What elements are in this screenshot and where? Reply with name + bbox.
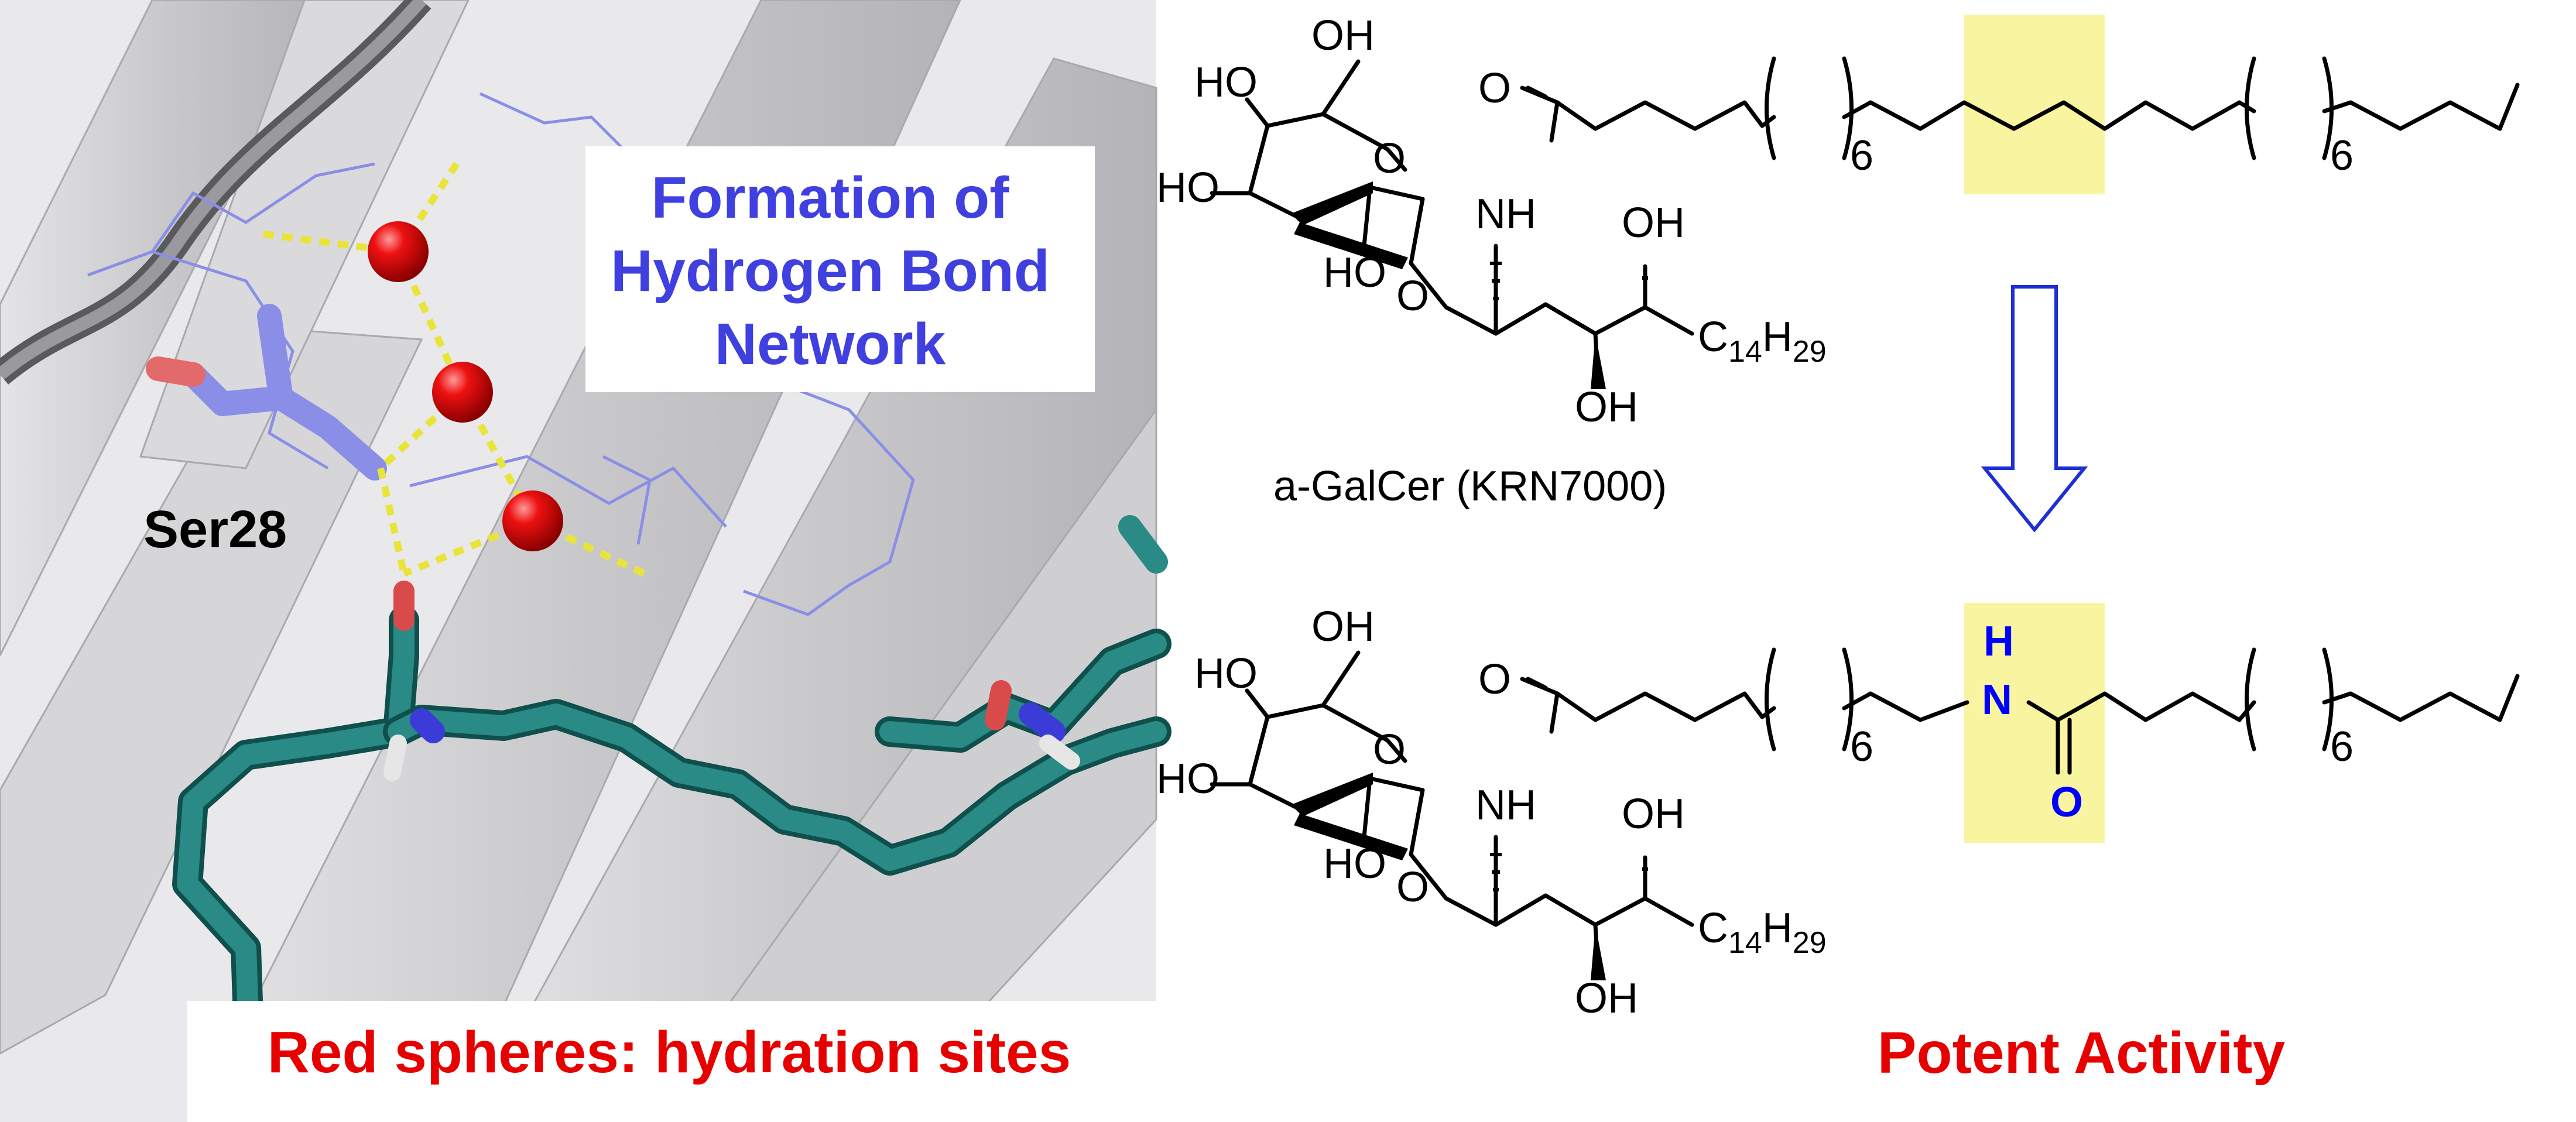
top-oh-c6: OH xyxy=(1311,12,1375,59)
transformation-arrow xyxy=(1981,285,2088,533)
top-nh: NH xyxy=(1475,191,1536,238)
top-ho-c4: HO xyxy=(1194,59,1258,106)
hbond-title-line3: Network xyxy=(715,311,946,377)
highlight-box-top xyxy=(1964,15,2105,194)
top-ho-c2: HO xyxy=(1323,249,1386,296)
amide-o: O xyxy=(2050,779,2083,826)
ser28-label: Ser28 xyxy=(143,500,287,559)
bottom-nh: NH xyxy=(1475,782,1536,829)
protein-structure-panel: Formation of Hydrogen Bond Network Ser28… xyxy=(0,0,1171,1122)
ser28-backbone xyxy=(269,386,387,481)
bottom-oh-c6: OH xyxy=(1311,603,1375,650)
amide-h: H xyxy=(1984,618,2014,665)
ser28-hydroxyl xyxy=(146,356,205,387)
galcer-structure-bottom xyxy=(1210,647,2520,980)
hbond-title-line2: Hydrogen Bond xyxy=(611,238,1050,304)
caption-box xyxy=(187,1001,1156,1122)
hydration-sites-caption: Red spheres: hydration sites xyxy=(268,1020,1071,1085)
top-ring-o: O xyxy=(1373,135,1406,182)
hydration-site-sphere xyxy=(432,362,493,423)
top-carbonyl-o: O xyxy=(1478,65,1511,112)
ser28-side-chain xyxy=(181,304,293,416)
bottom-oh-c3p: OH xyxy=(1622,791,1685,838)
bottom-oh-c4p: OH xyxy=(1575,975,1638,1022)
ligand-second-nitrogen xyxy=(1019,702,1066,743)
bottom-repeat-n1: 6 xyxy=(1850,723,1873,770)
bottom-ring-o: O xyxy=(1373,726,1406,773)
potent-activity-caption: Potent Activity xyxy=(1878,1020,2286,1086)
highlight-box-bottom xyxy=(1964,603,2105,843)
top-c14h29: C14H29 xyxy=(1698,314,1827,369)
hydration-site-sphere xyxy=(502,490,563,551)
top-molecule-name: a-GalCer (KRN7000) xyxy=(1273,463,1667,510)
bottom-ho-c4: HO xyxy=(1194,650,1258,697)
hydration-site-sphere xyxy=(368,221,429,282)
bottom-carbonyl-o: O xyxy=(1478,656,1511,703)
top-repeat-n1: 6 xyxy=(1850,132,1873,179)
ligand-second-oxygen xyxy=(985,680,1012,730)
ligand-second-hydrogen xyxy=(1039,735,1080,770)
top-oh-c3p: OH xyxy=(1622,200,1685,246)
amide-n: N xyxy=(1982,677,2012,723)
bottom-glyco-o: O xyxy=(1396,864,1429,911)
top-glyco-o: O xyxy=(1396,273,1429,320)
top-oh-c4p: OH xyxy=(1575,384,1638,431)
protein-loop-highlight xyxy=(0,0,427,380)
top-repeat-n2: 6 xyxy=(2330,132,2354,179)
ligand-amide-nitrogen xyxy=(410,708,445,743)
ligand-chain xyxy=(172,515,1171,1122)
chemistry-panel: OH HO HO O HO O NH OH OH O 6 6 C14H29 a-… xyxy=(1156,12,2520,1086)
ligand-amide-hydrogen xyxy=(383,735,407,781)
bottom-repeat-n2: 6 xyxy=(2330,723,2354,770)
bottom-ho-c3: HO xyxy=(1156,756,1220,802)
hbond-title-line1: Formation of xyxy=(651,165,1009,231)
title-label-box xyxy=(585,146,1095,392)
bottom-ho-c2: HO xyxy=(1323,840,1386,887)
top-ho-c3: HO xyxy=(1156,164,1220,211)
galcer-structure-top xyxy=(1210,56,2520,389)
bottom-c14h29: C14H29 xyxy=(1698,905,1827,960)
